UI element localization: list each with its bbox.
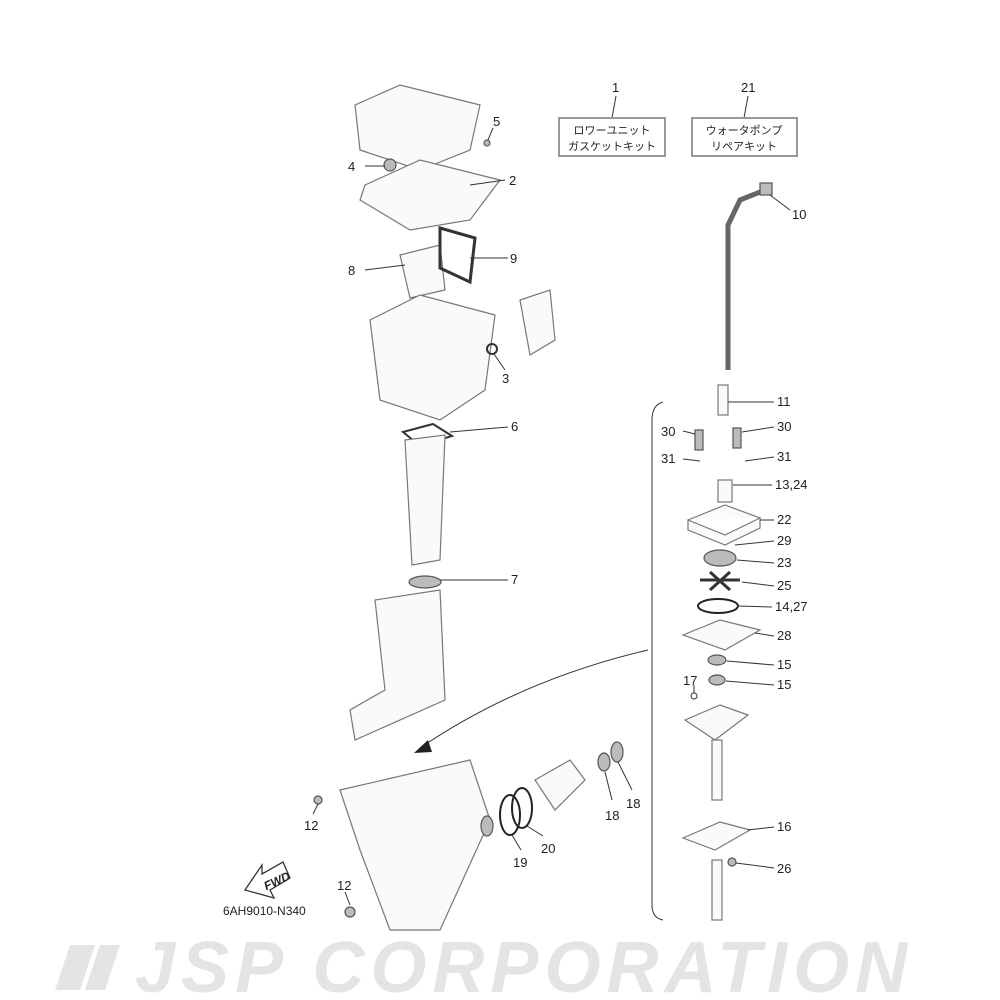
exhaust-guide [369, 294, 496, 421]
bolt-12a [313, 795, 323, 805]
callout-13-24: 13,24 [775, 477, 808, 492]
kit-number: 1 [612, 80, 619, 95]
callout-10: 10 [792, 207, 806, 222]
callout-22: 22 [777, 512, 791, 527]
callout-20: 20 [541, 841, 555, 856]
seal-15b [708, 674, 726, 686]
impeller-25 [700, 570, 740, 592]
lower-case [339, 759, 491, 931]
insert-23 [703, 549, 737, 567]
part-5 [483, 139, 491, 147]
kit-box-water-pump-repair: 21 ウォータポンプ リペアキット [691, 80, 798, 157]
plate-28 [681, 619, 762, 651]
bolt-30b [732, 427, 742, 449]
watermark-text: JSP CORPORATION [135, 928, 913, 1000]
callout-15: 15 [777, 677, 791, 692]
callout-7: 7 [511, 572, 518, 587]
callout-16: 16 [777, 819, 791, 834]
pin-26 [727, 857, 737, 867]
callout-18: 18 [605, 808, 619, 823]
callout-26: 26 [777, 861, 791, 876]
insert-11 [717, 384, 729, 416]
arrow-head-icon [414, 740, 432, 753]
part-4 [383, 158, 397, 172]
pump-housing-22 [686, 504, 762, 546]
callout-9: 9 [510, 251, 517, 266]
oring-20 [511, 787, 533, 829]
callout-12: 12 [304, 818, 318, 833]
seal-7 [408, 575, 442, 589]
callout-19: 19 [513, 855, 527, 870]
callout-6: 6 [511, 419, 518, 434]
callout-30: 30 [777, 419, 791, 434]
propeller-shaft-housing [534, 759, 586, 811]
callout-17: 17 [683, 673, 697, 688]
callout-11: 11 [777, 394, 791, 409]
callout-28: 28 [777, 628, 791, 643]
oring-3 [486, 343, 498, 355]
callout-30: 30 [661, 424, 675, 439]
upper-case [349, 589, 446, 741]
callout-25: 25 [777, 578, 791, 593]
water-pump-exploded-view [681, 182, 773, 921]
watermark-logo: JSP CORPORATION [55, 928, 913, 1000]
assembly-arrow [419, 649, 649, 749]
kit-box-lower-unit-gasket: 1 ロワーユニット ガスケットキット [558, 80, 666, 157]
diagram-code: 6AH9010-N340 [223, 904, 306, 918]
callout-31: 31 [777, 449, 791, 464]
kit-name-line1: ロワーユニット [574, 124, 651, 137]
gasket-9 [438, 226, 477, 285]
kit-number: 21 [741, 80, 755, 95]
water-tube [725, 187, 766, 370]
upper-casing-plate [354, 84, 481, 171]
gasket-14 [697, 598, 739, 614]
callout-4: 4 [348, 159, 355, 174]
callout-12: 12 [337, 878, 351, 893]
insert-13 [717, 479, 733, 503]
callout-labels: 5 4 2 8 9 3 6 7 10 11 30 30 31 31 13,24 … [304, 114, 808, 893]
oring-17 [690, 692, 698, 700]
gasket-2 [359, 159, 502, 231]
bearing [480, 815, 494, 837]
callout-29: 29 [777, 533, 791, 548]
seal-15a [707, 654, 727, 666]
callout-18: 18 [626, 796, 640, 811]
lower-unit-exploded-view [313, 84, 624, 931]
part-8 [399, 244, 446, 299]
callout-2: 2 [509, 173, 516, 188]
kit-name-line2: リペアキット [711, 140, 777, 153]
grommet-10 [759, 182, 773, 196]
drive-shaft [711, 859, 723, 921]
forward-direction-arrow: FWD [243, 861, 293, 900]
callout-15: 15 [777, 657, 791, 672]
kit-name-line1: ウォータポンプ [706, 124, 783, 137]
callout-3: 3 [502, 371, 509, 386]
drive-shaft-sleeve [711, 739, 723, 801]
callout-31: 31 [661, 451, 675, 466]
plate-16 [681, 821, 752, 851]
leader-lines [312, 127, 791, 906]
bolt-30a [694, 429, 704, 451]
callout-23: 23 [777, 555, 791, 570]
pump-base [683, 704, 750, 741]
callout-5: 5 [493, 114, 500, 129]
seal-18a [597, 752, 611, 772]
oring-19 [499, 794, 521, 836]
kit-name-line2: ガスケットキット [568, 140, 656, 153]
callout-14-27: 14,27 [775, 599, 808, 614]
bolt-12b [344, 906, 356, 918]
callout-8: 8 [348, 263, 355, 278]
side-plate [519, 289, 556, 356]
group-bracket [651, 401, 664, 921]
seal-18b [610, 741, 624, 763]
exhaust-pipe [404, 434, 446, 566]
